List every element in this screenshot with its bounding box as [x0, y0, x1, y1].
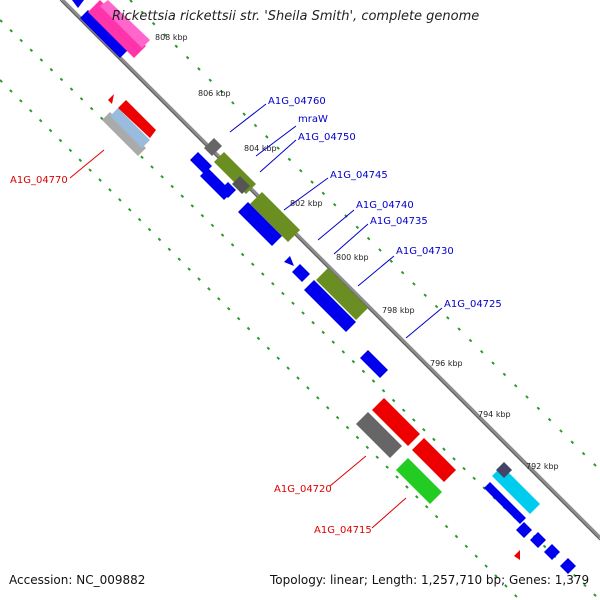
gene-cds[interactable]: [316, 268, 368, 320]
gene-cds[interactable]: [372, 398, 420, 446]
gene-cds[interactable]: [360, 350, 388, 378]
ruler-tick-label: 808 kbp: [155, 33, 188, 42]
gene-cds[interactable]: [530, 532, 546, 548]
gene-cds[interactable]: [118, 100, 156, 138]
leader-line: [259, 139, 297, 173]
ruler-track-inner: [0, 79, 521, 600]
gene-cds[interactable]: [72, 0, 84, 8]
gene-cds[interactable]: [356, 412, 402, 458]
gene-label[interactable]: A1G_04745: [330, 170, 388, 181]
gene-cds[interactable]: [88, 0, 146, 58]
leader-line: [283, 177, 329, 211]
gene-cds[interactable]: [108, 94, 114, 104]
gene-label[interactable]: A1G_04740: [356, 200, 414, 211]
ruler-tick-label: 800 kbp: [336, 253, 369, 262]
gene-label[interactable]: A1G_04750: [298, 132, 356, 143]
gene-cds[interactable]: [110, 108, 150, 148]
leader-line: [405, 307, 443, 339]
gene-cds[interactable]: [484, 482, 526, 524]
gene-label[interactable]: A1G_04720: [274, 484, 332, 495]
gene-cds[interactable]: [80, 10, 128, 58]
ruler-tick-label: 792 kbp: [526, 462, 559, 471]
ruler-tick-label: 798 kbp: [382, 306, 415, 315]
leader-line: [329, 455, 367, 487]
ruler-tick-label: 804 kbp: [244, 144, 277, 153]
gene-cds[interactable]: [304, 280, 356, 332]
gene-cds[interactable]: [238, 202, 282, 246]
ruler-tick-label: 796 kbp: [430, 359, 463, 368]
leader-line: [229, 103, 267, 133]
gene-label[interactable]: A1G_04735: [370, 216, 428, 227]
ruler-tick-label: 806 kbp: [198, 89, 231, 98]
gene-label[interactable]: A1G_04725: [444, 299, 502, 310]
ruler-tick-label: 794 kbp: [478, 410, 511, 419]
map-title: Rickettsia rickettsii str. 'Sheila Smith…: [112, 9, 480, 24]
gene-cds[interactable]: [412, 438, 456, 482]
gene-cds[interactable]: [284, 256, 294, 266]
gene-cds[interactable]: [560, 558, 576, 574]
gene-cds[interactable]: [544, 544, 560, 560]
leader-line: [69, 149, 105, 179]
gene-label[interactable]: A1G_04730: [396, 246, 454, 257]
gene-cds[interactable]: [100, 0, 150, 48]
gene-cds[interactable]: [514, 550, 520, 560]
accession-text: Accession: NC_009882: [9, 573, 146, 587]
gene-label[interactable]: A1G_04715: [314, 525, 372, 536]
gene-label[interactable]: A1G_04770: [10, 175, 68, 186]
gene-cds[interactable]: [232, 176, 250, 194]
leader-line: [255, 125, 297, 157]
gene-cds[interactable]: [292, 264, 310, 282]
gene-cds[interactable]: [220, 182, 236, 198]
leader-line: [333, 223, 369, 255]
gene-cds[interactable]: [250, 192, 300, 242]
gene-cds[interactable]: [190, 152, 212, 174]
gene-label[interactable]: mraW: [298, 114, 328, 125]
gene-cds[interactable]: [102, 112, 146, 156]
ruler-track-right: [129, 0, 600, 471]
genome-summary: Topology: linear; Length: 1,257,710 bp; …: [270, 573, 590, 587]
gene-cds[interactable]: [204, 138, 222, 156]
gene-label[interactable]: A1G_04760: [268, 96, 326, 107]
leader-line: [371, 497, 407, 529]
gene-cds[interactable]: [396, 458, 442, 504]
ruler-tick-label: 802 kbp: [290, 199, 323, 208]
gene-cds[interactable]: [496, 462, 512, 478]
gene-cds[interactable]: [516, 522, 532, 538]
leader-line: [357, 255, 395, 287]
genome-backbone: [60, 0, 600, 540]
leader-line: [317, 209, 355, 241]
